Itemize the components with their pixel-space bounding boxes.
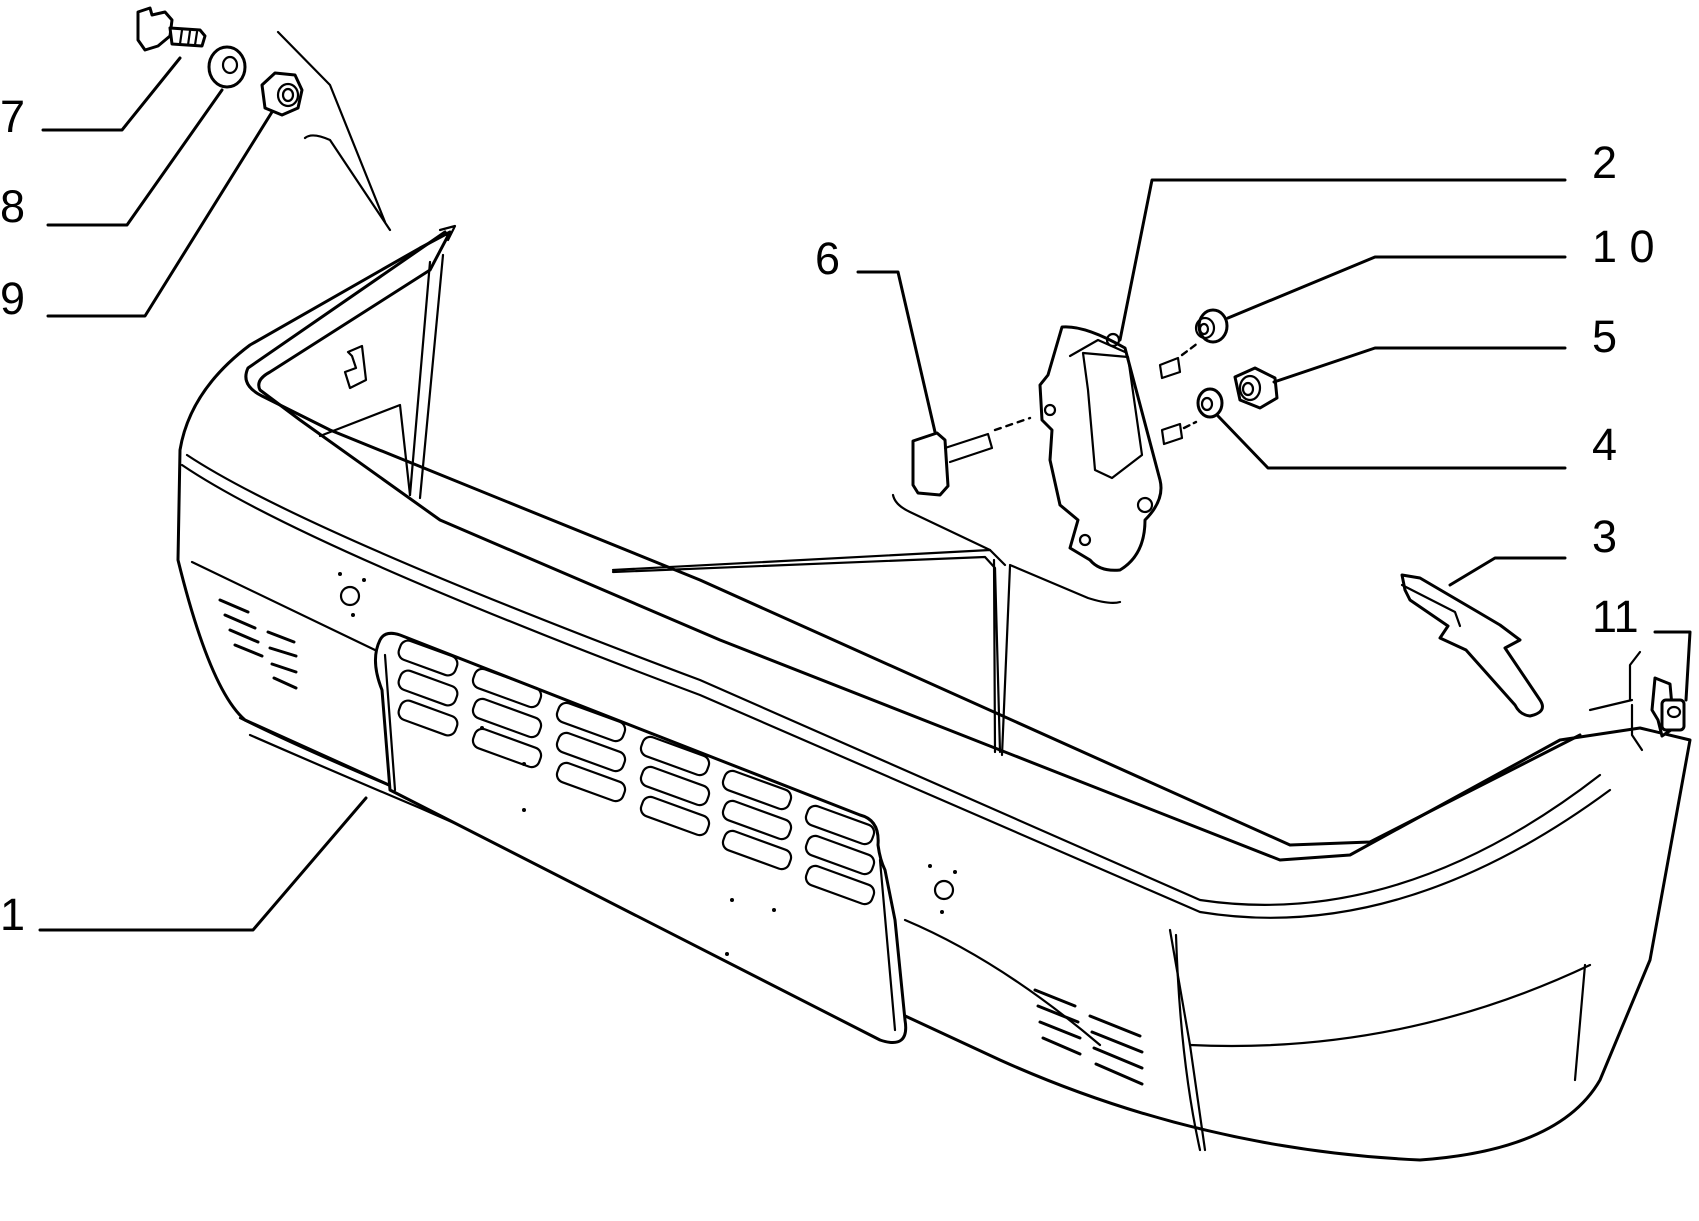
washer-4 — [1196, 387, 1224, 419]
washer-8 — [207, 45, 247, 89]
tow-hook-hole-right — [928, 864, 957, 914]
callout-9: 9 — [0, 273, 25, 324]
right-vents — [1033, 988, 1144, 1086]
callout-labels: 7 8 9 1 6 2 1 0 5 4 3 11 — [0, 91, 1655, 940]
callout-6: 6 — [815, 233, 840, 284]
mounting-bracket — [1038, 325, 1200, 572]
callout-1: 1 — [0, 889, 25, 940]
bumper-cover — [176, 224, 1692, 1162]
callout-5: 5 — [1592, 311, 1617, 362]
center-grille-panel — [374, 631, 908, 1044]
callout-4: 4 — [1592, 419, 1617, 470]
side-bracket — [1400, 573, 1544, 718]
grille-slots — [397, 639, 876, 906]
callout-3: 3 — [1592, 511, 1617, 562]
nut-5 — [1233, 366, 1279, 410]
clip-11 — [1588, 650, 1686, 752]
tow-hook-hole-left — [338, 572, 366, 617]
nut-10 — [1194, 308, 1229, 344]
bolt-6 — [911, 416, 1032, 497]
callout-11: 11 — [1592, 591, 1639, 642]
alignment-contours — [276, 30, 1122, 757]
callout-10: 1 0 — [1592, 221, 1655, 272]
callout-8: 8 — [0, 181, 25, 232]
nut-9 — [260, 71, 304, 117]
leader-lines — [38, 56, 1692, 932]
callout-7: 7 — [0, 91, 25, 142]
screw-7 — [136, 6, 207, 52]
callout-2: 2 — [1592, 137, 1617, 188]
left-vents — [218, 598, 298, 690]
